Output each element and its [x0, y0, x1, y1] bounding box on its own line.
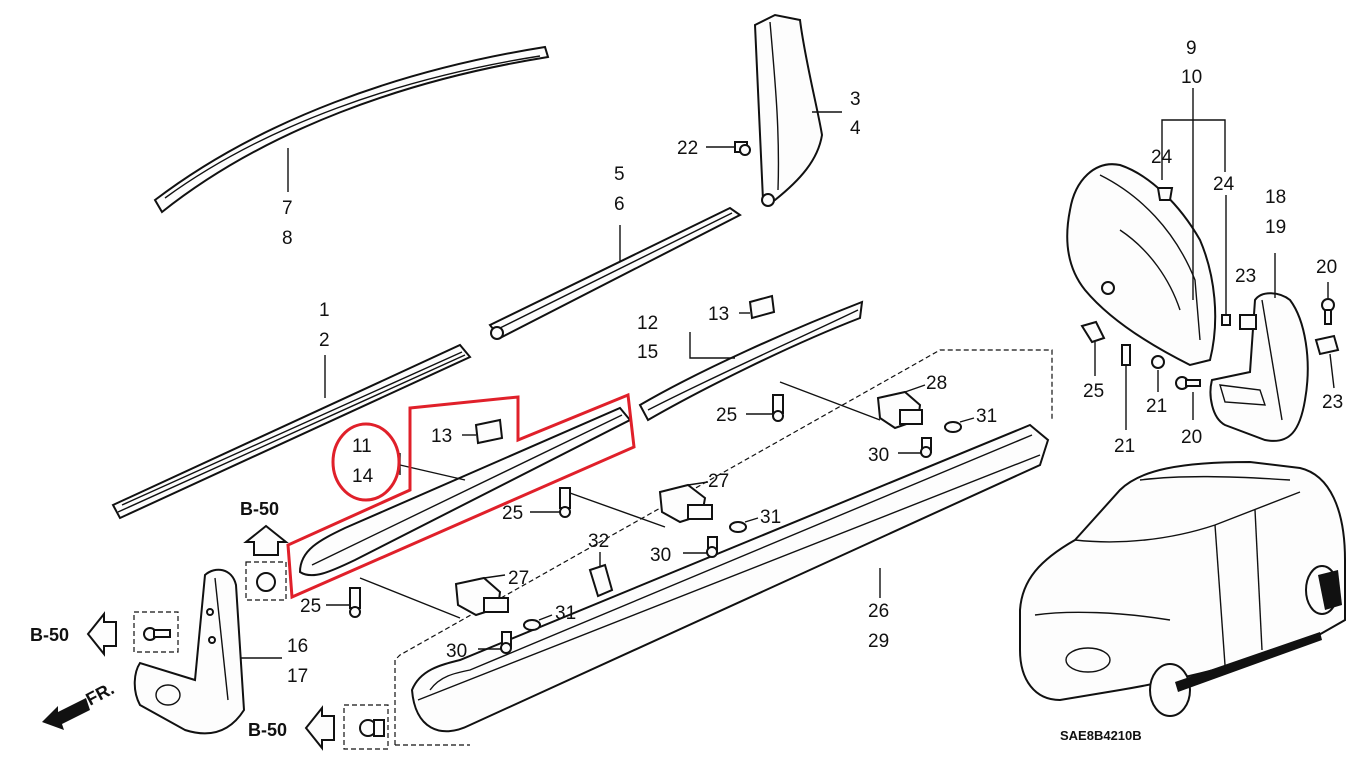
door-molding-upper [488, 206, 742, 340]
screw-20a [1321, 298, 1335, 325]
callout-23b: 23 [1322, 392, 1343, 413]
diagram-code: SAE8B4210B [1060, 728, 1142, 743]
callout-26: 26 [868, 601, 889, 622]
clip-31c [523, 619, 541, 631]
clip-24a [1156, 187, 1174, 201]
highlight-circle [331, 422, 401, 502]
callout-11: 11 [352, 436, 372, 457]
front-door-lower-molding [298, 406, 632, 577]
clip-box-bottom [343, 704, 389, 750]
callout-25c: 25 [300, 596, 321, 617]
clip-31a [944, 421, 962, 433]
clip-27b [454, 576, 509, 617]
clip-box-top [245, 561, 287, 601]
callout-8: 8 [282, 228, 293, 249]
fastener-25c [349, 587, 361, 618]
callout-24b: 24 [1213, 174, 1235, 195]
clip-22 [734, 141, 751, 156]
fastener-21b [1151, 355, 1165, 369]
clip-24b [1221, 314, 1231, 326]
clip-23b [1314, 334, 1340, 356]
screw-left [143, 627, 171, 641]
callout-31b: 31 [760, 507, 781, 528]
clip-32 [588, 563, 614, 598]
callout-3: 3 [850, 89, 861, 110]
callout-15: 15 [637, 342, 658, 363]
callout-29: 29 [868, 631, 889, 652]
clip-top [256, 572, 276, 592]
screw-box-left [133, 611, 179, 653]
rear-door-lower-molding [638, 300, 864, 422]
callout-24a: 24 [1151, 147, 1173, 168]
callout-20b: 20 [1181, 427, 1202, 448]
screw-20b [1175, 376, 1201, 390]
front-door-molding [111, 343, 472, 520]
arrow-left-b50-2 [304, 705, 335, 751]
callout-25b: 25 [502, 503, 523, 524]
ref-b50-bottom: B-50 [248, 720, 287, 740]
callout-27b: 27 [508, 568, 529, 589]
screw-30a [920, 437, 932, 458]
pillar-garnish [753, 13, 824, 207]
callout-2: 2 [319, 330, 330, 351]
callout-14: 14 [352, 466, 374, 487]
clip-13-lower [474, 418, 504, 445]
ref-b50-left: B-50 [30, 625, 69, 645]
clip-23a [1239, 314, 1257, 330]
callout-30a: 30 [868, 445, 889, 466]
arrow-up-b50 [243, 524, 289, 556]
callout-25a: 25 [716, 405, 737, 426]
callout-19: 19 [1265, 217, 1286, 238]
callout-10: 10 [1181, 67, 1202, 88]
callout-7: 7 [282, 198, 293, 219]
callout-21a: 21 [1146, 396, 1167, 417]
highlight-outline [286, 392, 636, 600]
clip-bottom [359, 719, 385, 737]
callout-12: 12 [637, 313, 658, 334]
screw-30b [706, 536, 718, 558]
callout-31c: 31 [555, 603, 576, 624]
callout-1: 1 [319, 300, 330, 321]
callout-17: 17 [287, 666, 308, 687]
callout-6: 6 [614, 194, 625, 215]
fastener-25a [772, 394, 784, 422]
clip-27a [658, 483, 713, 524]
callout-9: 9 [1186, 38, 1197, 59]
front-arrow [42, 698, 90, 730]
callout-30b: 30 [650, 545, 671, 566]
callout-5: 5 [614, 164, 625, 185]
callout-31a: 31 [976, 406, 997, 427]
clip-13-upper [748, 294, 776, 320]
fastener-21a [1121, 344, 1131, 366]
rear-mudguard [1209, 292, 1309, 442]
rear-inner-fender [1066, 163, 1217, 367]
callout-18: 18 [1265, 187, 1286, 208]
callout-32: 32 [588, 531, 609, 552]
clip-28 [876, 390, 923, 430]
fastener-25b [559, 487, 571, 518]
callout-27a: 27 [708, 471, 729, 492]
ref-b50-top: B-50 [240, 499, 279, 519]
callout-22: 22 [677, 138, 698, 159]
callout-30c: 30 [446, 641, 467, 662]
fastener-25d [1080, 320, 1106, 344]
car-illustration [1019, 460, 1346, 717]
callout-16: 16 [287, 636, 308, 657]
roof-molding [153, 45, 550, 214]
front-mudguard [133, 568, 246, 735]
callout-23a: 23 [1235, 266, 1256, 287]
callout-20a: 20 [1316, 257, 1337, 278]
clip-31b [729, 521, 747, 533]
callout-13-lower: 13 [431, 426, 452, 447]
screw-30c [500, 631, 512, 654]
callout-13-upper: 13 [708, 304, 729, 325]
callout-28: 28 [926, 373, 947, 394]
side-sill-garnish [410, 423, 1050, 733]
callout-21b: 21 [1114, 436, 1135, 457]
callout-25d: 25 [1083, 381, 1104, 402]
arrow-left-b50-1 [86, 611, 117, 657]
callout-4: 4 [850, 118, 861, 139]
